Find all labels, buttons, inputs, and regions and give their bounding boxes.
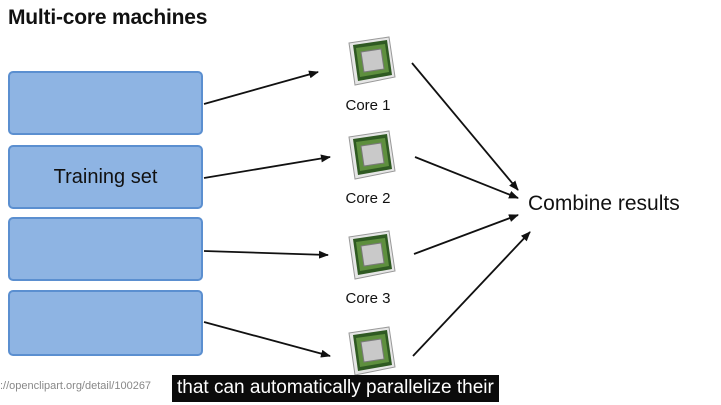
- cpu-chip-icon: [348, 130, 396, 180]
- arrow-block1-core1: [203, 70, 319, 105]
- combine-results-label: Combine results: [528, 192, 680, 215]
- cpu-chip-icon: [348, 36, 396, 86]
- cpu-chip-icon: [348, 326, 396, 376]
- training-block-2: Training set: [8, 145, 203, 209]
- arrow-core4-combine: [412, 231, 531, 357]
- video-subtitle: that can automatically parallelize their: [172, 375, 499, 402]
- training-block-1: [8, 71, 203, 135]
- arrow-block4-core4: [203, 321, 331, 358]
- training-block-3: [8, 217, 203, 281]
- training-block-4: [8, 290, 203, 356]
- arrow-core2-combine: [414, 156, 519, 199]
- core-label-1: Core 1: [345, 97, 391, 114]
- cpu-chip-icon: [348, 230, 396, 280]
- slide-title: Multi-core machines: [8, 6, 208, 29]
- arrow-block2-core2: [203, 154, 331, 179]
- arrow-core1-combine: [411, 62, 519, 191]
- arrow-block3-core3: [203, 250, 329, 259]
- image-credit: ://openclipart.org/detail/100267: [0, 380, 152, 392]
- core-label-3: Core 3: [345, 290, 391, 307]
- core-label-2: Core 2: [345, 190, 391, 207]
- arrow-core3-combine: [413, 214, 519, 255]
